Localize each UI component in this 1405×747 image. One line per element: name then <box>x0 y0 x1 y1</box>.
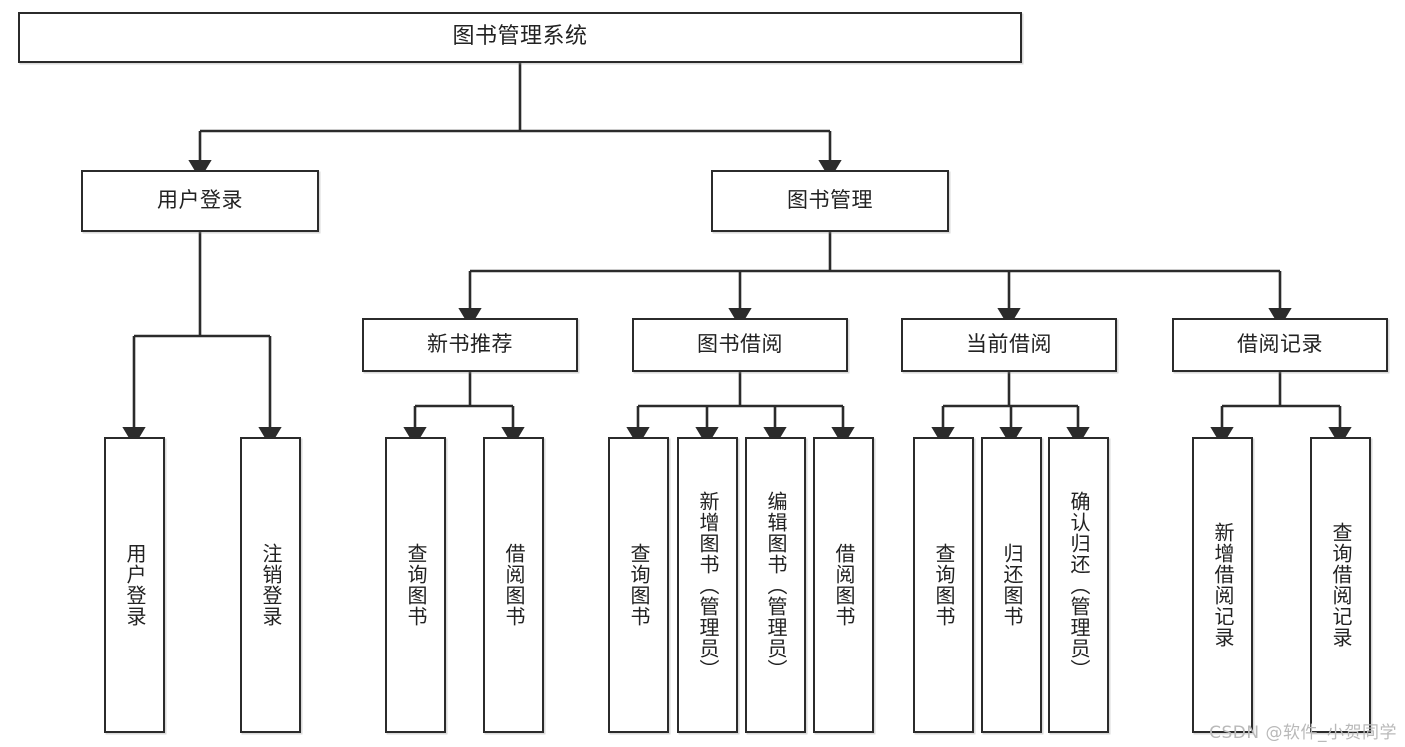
node-current-borrow-label: 当前借阅 <box>966 332 1052 357</box>
node-leaf-query-record-label: 查询借阅记录 <box>1329 522 1353 648</box>
node-leaf-query-book-1-label: 查询图书 <box>404 543 428 627</box>
node-book-manage-label: 图书管理 <box>787 188 873 213</box>
node-leaf-query-book-1[interactable]: 查询图书 <box>385 437 446 733</box>
node-user-login-label: 用户登录 <box>157 188 243 213</box>
node-leaf-edit-book-label: 编辑图书（管理员） <box>764 490 788 680</box>
node-leaf-query-book-3-label: 查询图书 <box>932 543 956 627</box>
node-leaf-user-logout[interactable]: 注销登录 <box>240 437 301 733</box>
node-leaf-add-record-label: 新增借阅记录 <box>1211 522 1235 648</box>
node-root-label: 图书管理系统 <box>452 24 588 50</box>
node-leaf-user-logout-label: 注销登录 <box>259 543 283 627</box>
node-leaf-edit-book[interactable]: 编辑图书（管理员） <box>745 437 806 733</box>
node-leaf-return-book-label: 归还图书 <box>1000 543 1024 627</box>
node-leaf-query-book-2-label: 查询图书 <box>627 543 651 627</box>
node-leaf-user-login-label: 用户登录 <box>123 543 147 627</box>
node-root-system[interactable]: 图书管理系统 <box>18 12 1022 63</box>
node-book-borrow[interactable]: 图书借阅 <box>632 318 848 372</box>
node-leaf-query-record[interactable]: 查询借阅记录 <box>1310 437 1371 733</box>
node-user-login[interactable]: 用户登录 <box>81 170 319 232</box>
node-leaf-add-book[interactable]: 新增图书（管理员） <box>677 437 738 733</box>
node-leaf-return-book[interactable]: 归还图书 <box>981 437 1042 733</box>
node-borrow-record-label: 借阅记录 <box>1237 332 1323 357</box>
watermark-text: CSDN @软件_小贺同学 <box>1209 723 1397 743</box>
node-book-borrow-label: 图书借阅 <box>697 332 783 357</box>
node-leaf-user-login[interactable]: 用户登录 <box>104 437 165 733</box>
node-leaf-confirm-return[interactable]: 确认归还（管理员） <box>1048 437 1109 733</box>
node-leaf-borrow-book-2-label: 借阅图书 <box>832 543 856 627</box>
node-leaf-add-book-label: 新增图书（管理员） <box>696 490 720 680</box>
node-leaf-borrow-book-1-label: 借阅图书 <box>502 543 526 627</box>
node-new-book-rec[interactable]: 新书推荐 <box>362 318 578 372</box>
node-leaf-confirm-return-label: 确认归还（管理员） <box>1067 490 1091 680</box>
node-book-manage[interactable]: 图书管理 <box>711 170 949 232</box>
node-leaf-query-book-3[interactable]: 查询图书 <box>913 437 974 733</box>
node-new-book-rec-label: 新书推荐 <box>427 332 513 357</box>
node-leaf-borrow-book-1[interactable]: 借阅图书 <box>483 437 544 733</box>
node-leaf-add-record[interactable]: 新增借阅记录 <box>1192 437 1253 733</box>
node-current-borrow[interactable]: 当前借阅 <box>901 318 1117 372</box>
node-leaf-borrow-book-2[interactable]: 借阅图书 <box>813 437 874 733</box>
node-leaf-query-book-2[interactable]: 查询图书 <box>608 437 669 733</box>
node-borrow-record[interactable]: 借阅记录 <box>1172 318 1388 372</box>
